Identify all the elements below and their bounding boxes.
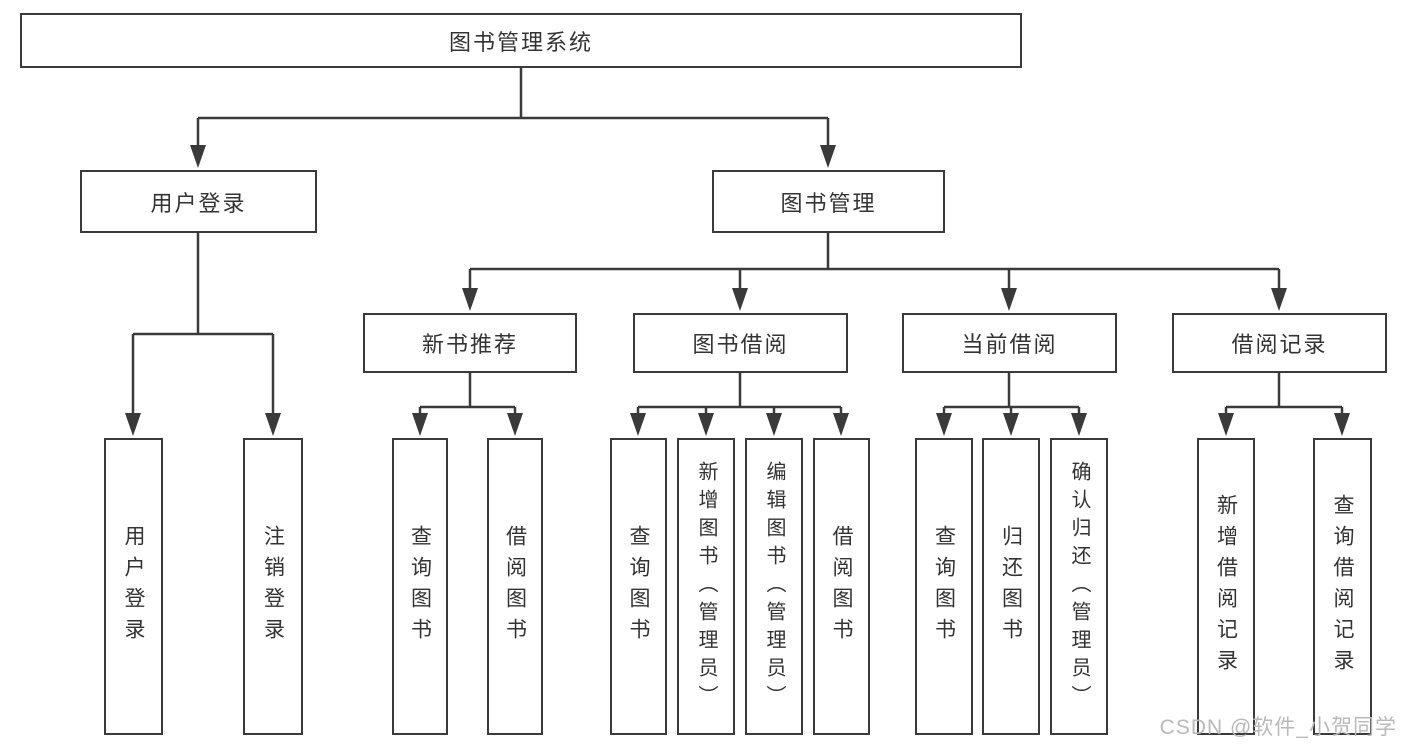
arrowheads (125, 145, 1350, 436)
leaf-newbook-query-books: 查询图书 (392, 438, 448, 735)
leaf-label: 确认归还（管理员） (1068, 460, 1090, 713)
leaf-borrow-edit-books-admin: 编辑图书（管理员） (745, 438, 803, 735)
connector-lines (131, 68, 1344, 418)
node-borrowing-records: 借阅记录 (1172, 313, 1387, 373)
leaf-user-login: 用户登录 (104, 438, 163, 735)
leaf-record-add-borrow-record: 新增借阅记录 (1197, 438, 1255, 735)
leaf-label: 查询借阅记录 (1331, 493, 1354, 680)
node-label: 图书借阅 (692, 332, 789, 357)
node-system-root: 图书管理系统 (20, 13, 1022, 68)
node-label: 当前借阅 (961, 332, 1058, 357)
leaf-borrow-query-books: 查询图书 (610, 438, 667, 735)
leaf-record-query-borrow-record: 查询借阅记录 (1313, 438, 1372, 735)
csdn-watermark: CSDN @软件_小贺同学 (1159, 716, 1397, 739)
node-label: 图书管理系统 (448, 29, 593, 55)
leaf-current-query-books: 查询图书 (915, 438, 973, 735)
leaf-label: 查询图书 (932, 524, 956, 649)
node-label: 用户登录 (150, 190, 247, 216)
leaf-current-confirm-return-admin: 确认归还（管理员） (1050, 438, 1108, 735)
leaf-label: 新增借阅记录 (1214, 493, 1238, 680)
leaf-label: 借阅图书 (503, 524, 527, 649)
leaf-label: 用户登录 (122, 524, 145, 649)
node-label: 图书管理 (780, 190, 877, 216)
node-book-management: 图书管理 (712, 170, 945, 233)
node-label: 借阅记录 (1231, 332, 1328, 357)
leaf-label: 归还图书 (999, 524, 1023, 649)
leaf-label: 注销登录 (261, 524, 285, 649)
leaf-label: 新增图书（管理员） (695, 460, 717, 713)
leaf-newbook-borrow-books: 借阅图书 (487, 438, 543, 735)
leaf-label: 查询图书 (627, 524, 650, 649)
leaf-logout: 注销登录 (243, 438, 303, 735)
leaf-label: 借阅图书 (830, 524, 853, 649)
node-user-login: 用户登录 (80, 170, 317, 233)
node-label: 新书推荐 (421, 332, 518, 357)
node-new-book-recommend: 新书推荐 (363, 313, 577, 373)
leaf-borrow-add-books-admin: 新增图书（管理员） (677, 438, 735, 735)
leaf-label: 查询图书 (408, 524, 432, 649)
node-book-borrowing: 图书借阅 (633, 313, 848, 373)
leaf-current-return-books: 归还图书 (982, 438, 1040, 735)
node-current-borrowing: 当前借阅 (902, 313, 1117, 373)
leaf-borrow-borrow-books: 借阅图书 (813, 438, 870, 735)
leaf-label: 编辑图书（管理员） (763, 460, 785, 713)
